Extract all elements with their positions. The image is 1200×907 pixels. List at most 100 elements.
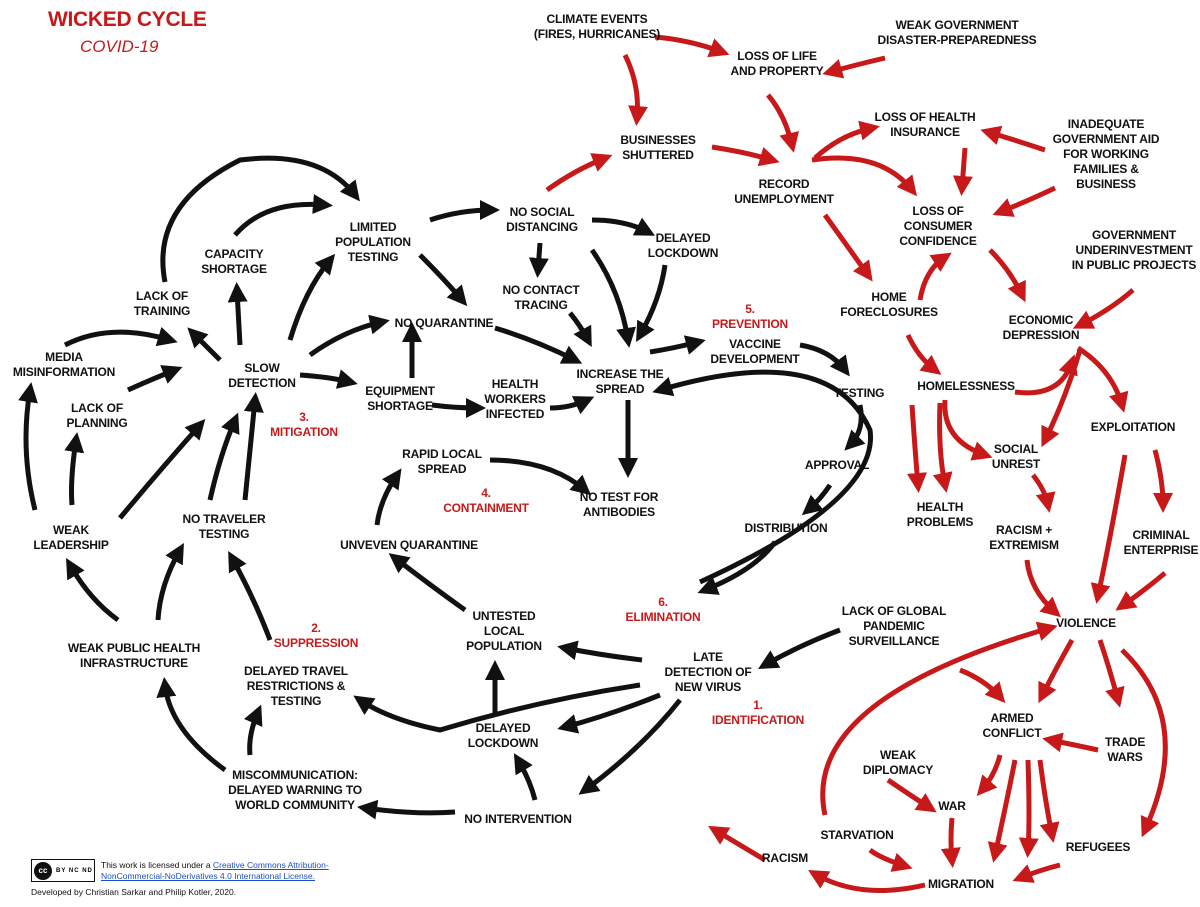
node-no-quarantine: NO QUARANTINE: [394, 316, 494, 330]
arrow-noquarantine-spread: [494, 325, 583, 364]
arrow-nosocial-contact: [528, 242, 549, 278]
node-loss-life-property: LOSS OF LIFE AND PROPERTY: [730, 49, 824, 78]
arrow-leadership-plan: [64, 432, 85, 506]
node-loss-consumer-confidence: LOSS OF CONSUMER CONFIDENCE: [899, 204, 977, 248]
arrow-weakdip-war: [886, 777, 937, 813]
arrow-record-foreclosures: [822, 213, 873, 282]
arrow-slow-noquarantine: [308, 314, 390, 358]
node-home-foreclosures: HOME FORECLOSURES: [840, 290, 938, 319]
arrow-contact-spread: [568, 311, 592, 348]
arrow-climate-businesses: [622, 53, 649, 126]
node-equipment-shortage: EQUIPMENT SHORTAGE: [365, 384, 435, 413]
arrow-nosocial-businesses: [545, 153, 613, 193]
node-racism-extremism: RACISM + EXTREMISM: [989, 523, 1059, 552]
cc-license-parts: BY NC ND: [56, 867, 93, 874]
arrow-violence-armed: [1038, 638, 1075, 704]
stage-mitigation: 3. MITIGATION: [270, 410, 338, 439]
node-migration: MIGRATION: [928, 877, 994, 891]
node-media-misinfo: MEDIA MISINFORMATION: [12, 350, 116, 379]
arrow-climate-loss: [654, 34, 730, 58]
stage-elimination: 6. ELIMINATION: [625, 595, 701, 624]
node-starvation: STARVATION: [820, 828, 894, 842]
arrow-slow-lacktraining: [187, 327, 222, 362]
node-social-unrest: SOCIAL UNREST: [991, 442, 1041, 471]
arrow-loss-record: [766, 93, 800, 153]
node-rapid-local-spread: RAPID LOCAL SPREAD: [402, 447, 482, 476]
arrow-armed-war: [976, 754, 1003, 797]
node-no-traveler-testing: NO TRAVELER TESTING: [182, 512, 266, 541]
arrow-homeless-depression: [1014, 354, 1078, 396]
arrow-exploitation-criminal: [1152, 449, 1173, 513]
node-limited-testing: LIMITED POPULATION TESTING: [335, 220, 411, 264]
arrow-racism-violence: [1024, 559, 1062, 618]
node-war: WAR: [938, 799, 966, 813]
arrow-leadership-slow: [118, 419, 206, 520]
arrow-weakgov-loss: [822, 55, 886, 79]
diagram-title: WICKED CYCLE: [48, 8, 207, 31]
arrow-unrest-racism: [1031, 473, 1056, 513]
arrow-confidence-depression: [988, 248, 1026, 303]
arrow-armed-migration: [987, 759, 1018, 863]
arrow-limited-nosocial: [429, 200, 500, 223]
arrow-violence-trade: [1097, 639, 1125, 708]
arrow-homeless-health: [907, 404, 927, 493]
node-no-social-distancing: NO SOCIAL DISTANCING: [506, 205, 578, 234]
node-capacity-shortage: CAPACITY SHORTAGE: [201, 247, 267, 276]
arrow-approval-distribution: [801, 483, 833, 516]
arrow-starvation-migration: [868, 847, 913, 872]
stage-containment: 4. CONTAINMENT: [443, 486, 529, 515]
arrow-vaccine-testing: [799, 342, 850, 377]
arrow-travel-traveler: [228, 550, 273, 641]
node-lack-global-surveillance: LACK OF GLOBAL PANDEMIC SURVEILLANCE: [841, 604, 947, 648]
arrow-leadership-media: [18, 382, 38, 511]
node-lack-planning: LACK OF PLANNING: [66, 401, 128, 430]
node-miscommunication: MISCOMMUNICATION: DELAYED WARNING TO WOR…: [228, 768, 362, 812]
arrow-gov-depression: [1072, 288, 1135, 329]
node-exploitation: EXPLOITATION: [1090, 420, 1176, 434]
arrow-violence-refugees: [1120, 648, 1168, 838]
stage-identification: 1. IDENTIFICATION: [711, 698, 805, 727]
node-distribution: DISTRIBUTION: [744, 521, 828, 535]
arrow-nointervention-miscomm: [357, 799, 456, 820]
arrow-racism-left: [708, 825, 767, 863]
node-delayed-lockdown-bottom: DELAYED LOCKDOWN: [467, 721, 539, 750]
arrow-businesses-record: [711, 144, 780, 167]
arrow-publichealth-leadership: [66, 558, 120, 623]
cc-license-badge[interactable]: cc BY NC ND: [31, 859, 95, 882]
arrow-trade-armed: [1042, 732, 1099, 753]
arrow-starvation-violence: [820, 621, 1058, 816]
arrow-nointervention-delayed: [513, 753, 538, 801]
arrow-late-untested: [557, 640, 643, 663]
arrow-armed-refugees: [1037, 759, 1060, 843]
arrow-aid-confidence: [992, 185, 1057, 217]
node-loss-health-insurance: LOSS OF HEALTH INSURANCE: [874, 110, 976, 139]
node-testing: TESTING: [833, 386, 885, 400]
arrow-late-nointervention: [578, 698, 682, 795]
node-violence: VIOLENCE: [1056, 616, 1116, 630]
node-delayed-lockdown-top: DELAYED LOCKDOWN: [647, 231, 719, 260]
arrow-slow-capacity: [227, 282, 248, 346]
arrow-depression-exploitation: [1076, 345, 1129, 413]
arrow-limited-noquarantine: [418, 253, 468, 307]
node-no-intervention: NO INTERVENTION: [464, 812, 572, 826]
arrow-uneven-rapid: [374, 468, 402, 526]
arrow-spread-vaccine: [649, 335, 706, 355]
arrow-healthins-confidence: [952, 147, 973, 196]
node-weak-gov-disaster: WEAK GOVERNMENT DISASTER-PREPAREDNESS: [877, 18, 1037, 47]
arrow-lackplan-slow: [126, 365, 183, 393]
arrow-depression-unrest: [1041, 349, 1083, 448]
arrow-slow-equipment: [299, 369, 358, 389]
node-no-contact-tracing: NO CONTACT TRACING: [502, 283, 580, 312]
license-link[interactable]: Creative Commons Attribution-NonCommerci…: [101, 860, 329, 881]
node-refugees: REFUGEES: [1065, 840, 1131, 854]
node-criminal-enterprise: CRIMINAL ENTERPRISE: [1123, 528, 1199, 557]
arrow-rapid-notest: [489, 457, 592, 496]
arrow-foreclosures-confidence: [917, 252, 952, 301]
arrow-aid-healthins: [980, 125, 1046, 153]
arrow-record-healthins: [813, 120, 880, 160]
arrow-surveillance-late: [758, 627, 841, 669]
node-slow-detection: SLOW DETECTION: [228, 361, 296, 390]
arrow-publichealth-traveler: [155, 543, 184, 621]
arrow-exploitation-violence: [1090, 454, 1128, 604]
